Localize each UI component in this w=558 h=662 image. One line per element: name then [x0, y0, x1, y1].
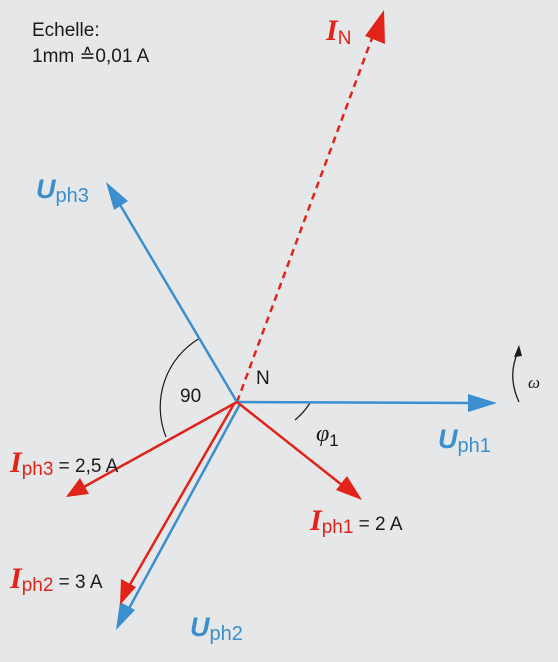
- iph3-arrowhead: [66, 478, 89, 497]
- origin-label: N: [256, 368, 270, 389]
- iph2-arrowhead: [120, 579, 136, 605]
- uph2-arrowhead: [116, 602, 135, 630]
- rotation-arc: [512, 351, 520, 403]
- omega-label: ω: [528, 373, 540, 392]
- neutral-current-arrowhead: [365, 10, 385, 44]
- scale-value: 1mm ≙0,01 A: [32, 46, 150, 67]
- uph1-label: Uph1: [438, 424, 491, 457]
- uph2-vector: [124, 403, 242, 615]
- iph1-arrowhead: [336, 476, 362, 500]
- uph3-vector: [114, 197, 239, 403]
- phi1-label: φ1: [316, 421, 339, 450]
- uph3-arrowhead: [106, 182, 128, 210]
- angle-label-90: 90: [180, 386, 201, 407]
- iph2-vector: [126, 403, 236, 589]
- neutral-current-vector: [235, 29, 377, 403]
- uph2-label: Uph2: [190, 612, 243, 645]
- iph1-label: Iph1 = 2 A: [309, 504, 403, 538]
- angle-arc-phi1: [294, 402, 311, 421]
- iph3-label: Iph3 = 2,5 A: [9, 446, 119, 480]
- iph3-vector: [81, 400, 238, 490]
- uph1-vector: [236, 400, 477, 405]
- uph1-arrowhead: [468, 394, 497, 412]
- angle-arc-90: [159, 337, 201, 438]
- iph1-vector: [236, 401, 348, 490]
- scale-title: Echelle:: [32, 20, 100, 41]
- uph3-label: Uph3: [36, 174, 89, 207]
- neutral-current-label: IN: [325, 14, 351, 49]
- iph2-label: Iph2 = 3 A: [9, 562, 103, 596]
- rotation-arrow-icon: [514, 345, 522, 357]
